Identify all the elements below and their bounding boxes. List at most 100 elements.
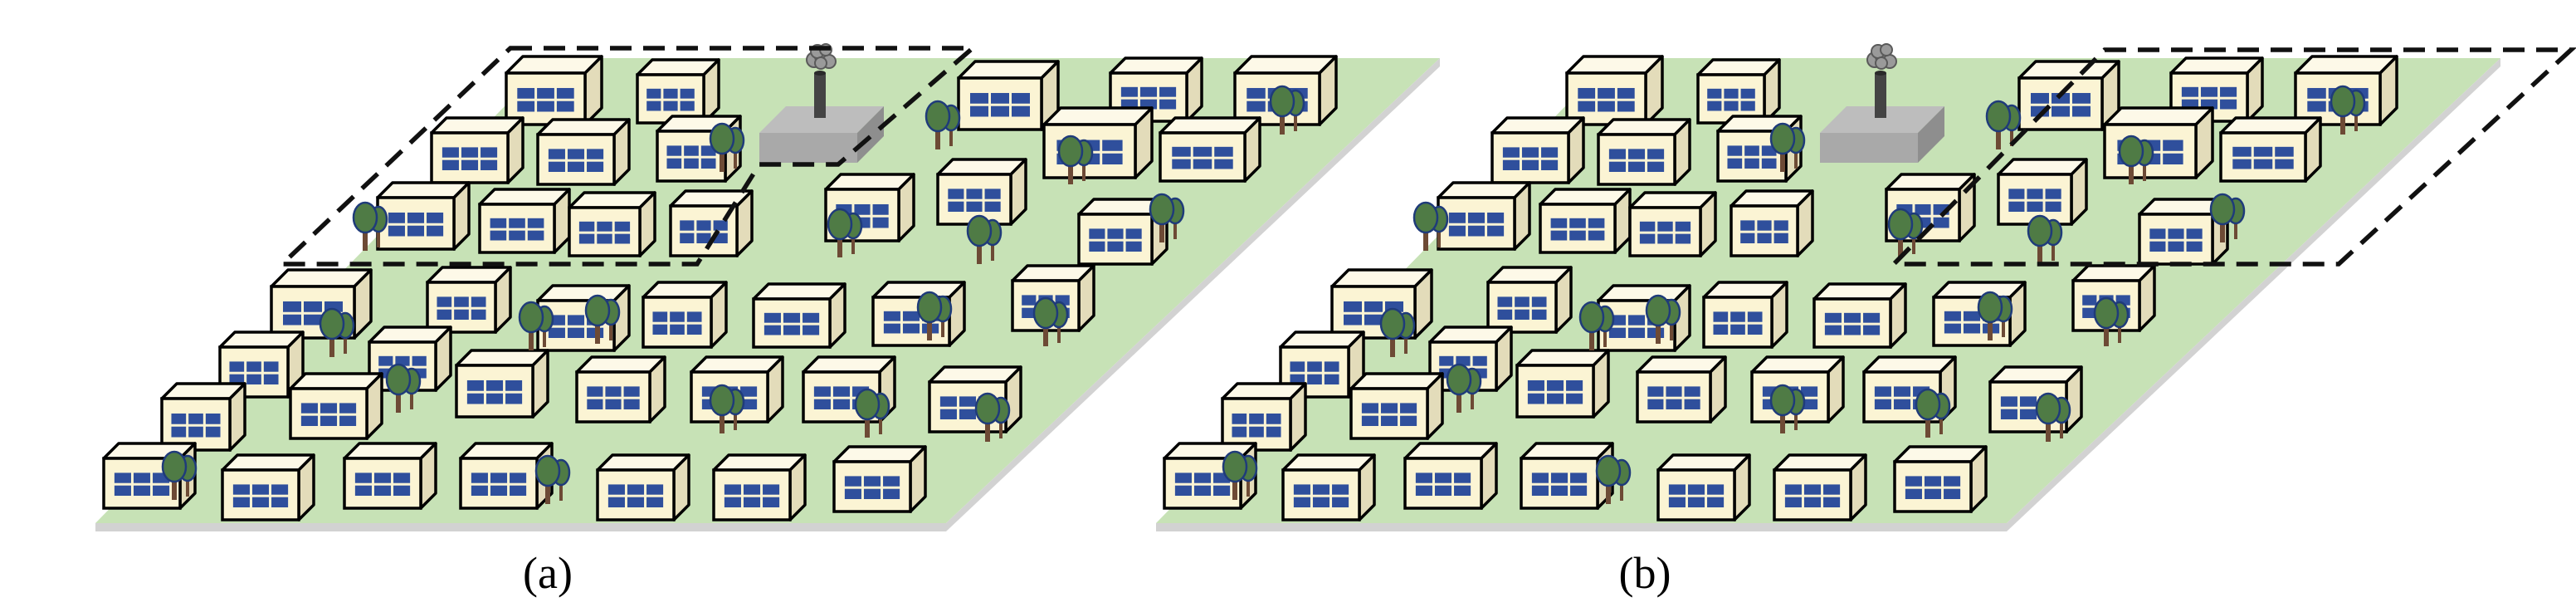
tree-icon: [1985, 100, 2022, 149]
tree-icon: [925, 100, 961, 149]
building-icon: [1520, 442, 1614, 510]
building-icon: [669, 189, 754, 257]
building-icon: [455, 349, 549, 419]
building-icon: [636, 58, 720, 125]
tree-icon: [974, 392, 1011, 442]
building-icon: [536, 118, 631, 186]
building-icon: [1486, 266, 1573, 334]
tree-icon: [916, 291, 953, 340]
building-icon: [1077, 198, 1168, 266]
ground-edge: [1156, 523, 2007, 531]
building-icon: [1656, 453, 1751, 521]
building-icon: [1773, 453, 1867, 521]
tree-icon: [1578, 301, 1615, 350]
tree-icon: [1915, 388, 1951, 438]
building-icon: [1221, 382, 1307, 452]
tree-icon: [966, 214, 1003, 264]
building-icon: [1515, 349, 1610, 419]
tree-icon: [2035, 392, 2071, 442]
tree-icon: [1977, 291, 2013, 340]
panel-a: [95, 43, 1440, 531]
tree-icon: [1595, 454, 1632, 504]
tree-icon: [385, 363, 422, 413]
tree-icon: [1645, 294, 1681, 344]
building-icon: [160, 382, 246, 452]
panel-b-caption: (b): [1619, 548, 1671, 598]
tree-icon: [1412, 201, 1449, 251]
building-icon: [426, 266, 512, 334]
tree-icon: [1149, 193, 1185, 242]
building-icon: [1403, 442, 1498, 510]
tree-icon: [1057, 135, 1094, 184]
building-icon: [1997, 158, 2088, 226]
building-icon: [575, 355, 666, 424]
building-icon: [1437, 181, 1531, 251]
tree-icon: [352, 201, 388, 251]
building-icon: [1730, 189, 1814, 257]
tree-icon: [518, 301, 554, 350]
building-icon: [1628, 191, 1717, 257]
factory-icon: [759, 43, 884, 163]
building-icon: [478, 188, 571, 254]
ground-edge: [946, 58, 1440, 531]
building-icon: [430, 116, 524, 184]
building-icon: [505, 55, 603, 126]
building-icon: [1349, 372, 1444, 440]
building-icon: [1159, 116, 1261, 183]
building-icon: [568, 191, 656, 257]
ground-edge: [95, 523, 946, 531]
building-icon: [289, 372, 383, 440]
tree-icon: [2027, 214, 2063, 264]
tree-icon: [2209, 193, 2246, 242]
panel-b: [1156, 43, 2576, 531]
tree-icon: [1222, 450, 1258, 500]
building-icon: [752, 282, 846, 349]
tree-icon: [534, 454, 571, 504]
building-icon: [2169, 56, 2264, 123]
smoke-icon: [1866, 43, 1897, 70]
tree-icon: [2093, 296, 2130, 346]
tree-icon: [1269, 85, 1305, 135]
building-icon: [928, 365, 1022, 433]
building-icon: [957, 60, 1060, 131]
tree-icon: [854, 388, 890, 438]
building-icon: [596, 453, 690, 521]
building-icon: [712, 453, 807, 521]
building-icon: [1279, 330, 1365, 399]
building-icon: [642, 281, 728, 349]
building-icon: [343, 442, 437, 510]
tree-icon: [1032, 296, 1069, 346]
smoke-icon: [806, 43, 837, 70]
tree-icon: [584, 294, 621, 344]
panel-a-caption: (a): [523, 548, 573, 598]
tree-icon: [827, 208, 863, 257]
building-icon: [2219, 116, 2322, 183]
factory-icon: [1820, 43, 1944, 163]
tree-icon: [1379, 307, 1416, 357]
building-icon: [936, 158, 1027, 226]
tree-icon: [319, 307, 355, 357]
tree-icon: [1446, 363, 1482, 413]
tree-icon: [1769, 384, 1806, 433]
building-icon: [1702, 281, 1788, 349]
ground-edge: [2007, 58, 2500, 531]
building-icon: [221, 453, 315, 521]
building-icon: [1636, 355, 1727, 424]
building-icon: [1893, 445, 1988, 513]
building-icon: [1490, 116, 1585, 184]
tree-icon: [709, 384, 745, 433]
building-icon: [1281, 453, 1376, 521]
building-icon: [1750, 355, 1845, 424]
building-icon: [1565, 55, 1664, 126]
building-icon: [690, 355, 784, 424]
building-icon: [376, 181, 471, 251]
building-icon: [1597, 118, 1691, 186]
tree-icon: [1769, 122, 1806, 172]
tree-icon: [2118, 135, 2154, 184]
building-icon: [1988, 365, 2083, 433]
building-icon: [1539, 188, 1632, 254]
building-icon: [1812, 282, 1907, 349]
highlight-region: [1888, 47, 2576, 267]
tree-icon: [2330, 85, 2366, 135]
